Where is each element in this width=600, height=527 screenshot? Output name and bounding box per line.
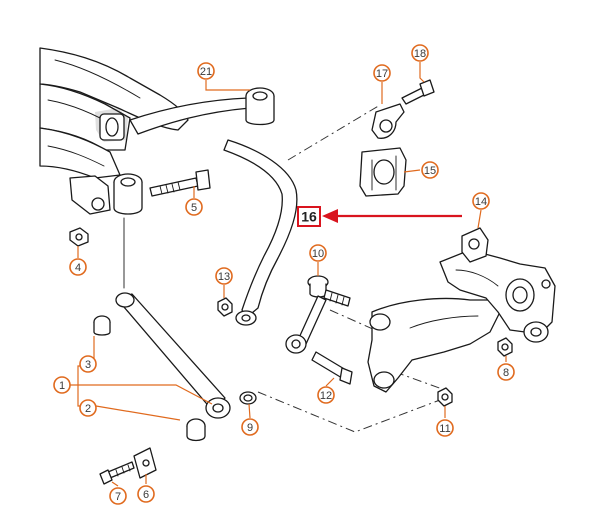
callout-15: 15 <box>421 161 439 179</box>
callout-ring <box>197 62 215 80</box>
rubber-bushing-15 <box>360 148 406 196</box>
nut-4 <box>70 228 88 246</box>
callout-number: 11 <box>439 423 450 435</box>
callout-number: 3 <box>85 359 91 371</box>
callout-7: 7 <box>109 487 127 505</box>
callout-number: 12 <box>320 390 332 402</box>
callout-ring <box>436 419 454 437</box>
callout-8: 8 <box>497 363 515 381</box>
callout-12: 12 <box>317 386 335 404</box>
highlight-callout: 16 <box>297 206 462 227</box>
callout-14: 14 <box>472 192 490 210</box>
callout-number: 17 <box>376 68 388 80</box>
callout-ring <box>109 487 127 505</box>
callout-ring <box>421 161 439 179</box>
highlight-box <box>297 206 321 227</box>
lower-transverse-link <box>116 293 230 418</box>
callout-5: 5 <box>185 198 203 216</box>
callout-ring <box>53 376 71 394</box>
callout-number: 15 <box>424 165 436 177</box>
bolt-12 <box>312 352 352 384</box>
coupling-rod <box>286 276 350 353</box>
callout-17: 17 <box>373 64 391 82</box>
callout-18: 18 <box>411 44 429 62</box>
subframe <box>40 48 188 214</box>
nut-13 <box>218 298 232 316</box>
callout-ring <box>79 355 97 373</box>
callout-number: 18 <box>414 48 426 60</box>
nut-8 <box>498 338 512 356</box>
callout-ring <box>309 244 327 262</box>
callout-number: 2 <box>85 403 91 415</box>
callout-ring <box>373 64 391 82</box>
nut-11 <box>438 388 452 406</box>
bolt-7 <box>100 462 134 484</box>
clamp-17 <box>372 104 404 138</box>
callout-ring <box>215 267 233 285</box>
callout-11: 11 <box>436 419 454 437</box>
bushing-2 <box>187 419 205 441</box>
callout-6: 6 <box>137 485 155 503</box>
callout-number: 5 <box>191 202 197 214</box>
callout-ring <box>69 258 87 276</box>
callout-9: 9 <box>241 418 259 436</box>
callout-3: 3 <box>79 355 97 373</box>
callout-number: 9 <box>247 422 253 434</box>
callout-ring <box>241 418 259 436</box>
callout-number: 13 <box>218 271 230 283</box>
highlight-label: 16 <box>301 209 317 225</box>
callout-ring <box>411 44 429 62</box>
callout-number: 14 <box>475 196 487 208</box>
callout-number: 4 <box>75 262 81 274</box>
bushing-3 <box>94 316 110 335</box>
callout-ring <box>317 386 335 404</box>
callout-ring <box>79 399 97 417</box>
callout-ring <box>497 363 515 381</box>
callout-number: 1 <box>59 380 65 392</box>
bolt-5 <box>150 170 210 196</box>
red-arrow-head <box>322 209 338 223</box>
callout-ring <box>185 198 203 216</box>
upper-control-arm <box>130 88 274 134</box>
callout-ring <box>472 192 490 210</box>
callout-10: 10 <box>309 244 327 262</box>
callout-4: 4 <box>69 258 87 276</box>
bracket-6 <box>134 448 156 478</box>
callout-ring <box>137 485 155 503</box>
callout-1: 1 <box>53 376 71 394</box>
callout-number: 10 <box>312 248 324 260</box>
callout-number: 8 <box>503 367 509 379</box>
subframe-bushing <box>114 174 142 214</box>
callout-number: 21 <box>200 66 212 78</box>
callout-number: 6 <box>143 489 149 501</box>
stabilizer-bar <box>224 140 297 325</box>
bolt-18 <box>402 80 434 104</box>
callout-number: 7 <box>115 491 121 503</box>
callout-21: 21 <box>197 62 215 80</box>
callout-2: 2 <box>79 399 97 417</box>
washer-9 <box>240 392 256 404</box>
wheel-carrier <box>368 228 555 392</box>
callout-13: 13 <box>215 267 233 285</box>
